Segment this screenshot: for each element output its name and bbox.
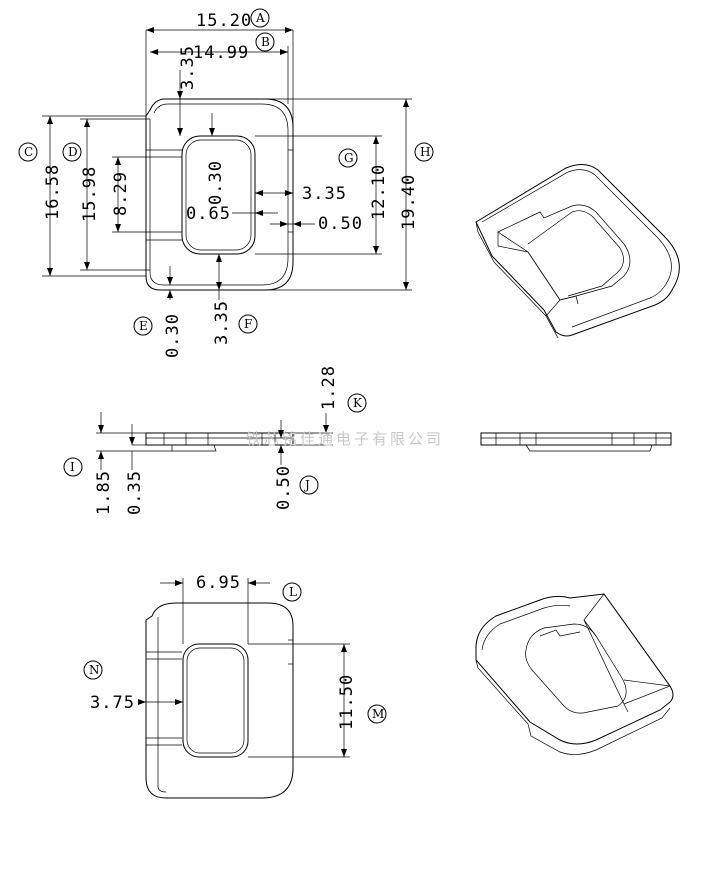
dim-A-value: 15.20 [196, 11, 252, 31]
side-view-left: 1.85 I 0.35 1.28 K 0.50 J [63, 365, 367, 515]
dim-H-value: 19.40 [399, 174, 419, 230]
watermark: 铁芯铭佳通电子有限公司 [246, 430, 444, 448]
dim-F-value: 3.35 [212, 300, 232, 345]
dim-M-value: 11.50 [337, 674, 357, 730]
label-M: M [372, 707, 384, 721]
label-F: F [244, 317, 252, 331]
top-view-window [181, 135, 256, 255]
top-view: 15.20 A 14.99 B 3.35 16.58 C 15.98 D [18, 8, 434, 358]
dim-J-value: 0.50 [274, 465, 294, 510]
dim-right-step: 0.50 [318, 214, 363, 234]
bottom-view: 6.95 L 11.50 M 3.75 N [83, 573, 387, 799]
label-D: D [68, 145, 78, 159]
dim-inner-gap-right: 3.35 [302, 184, 347, 204]
dim-inner-radius: 0.30 [206, 160, 226, 205]
label-E: E [139, 319, 148, 333]
dim-L-value: 6.95 [196, 573, 241, 593]
label-G: G [344, 151, 354, 165]
dim-C-value: 16.58 [43, 164, 63, 220]
label-L: L [289, 585, 297, 599]
label-K: K [353, 396, 363, 410]
dim-E-value: 0.30 [163, 313, 183, 358]
isometric-view-bottom [475, 593, 674, 755]
label-I: I [70, 460, 75, 474]
label-A: A [255, 11, 265, 25]
label-J: J [303, 478, 310, 492]
label-C: C [24, 145, 33, 159]
dim-side-thickness: 0.35 [125, 470, 145, 515]
dim-K-value: 1.28 [319, 365, 339, 410]
isometric-view-top [475, 164, 680, 339]
dim-D-value: 15.98 [80, 166, 100, 222]
label-H: H [420, 145, 430, 159]
dim-slot-height: 8.29 [111, 171, 131, 216]
label-N: N [89, 663, 100, 677]
top-view-outline [145, 98, 294, 291]
dim-G-value: 12.10 [369, 164, 389, 220]
label-B: B [261, 35, 270, 49]
dim-top-left-offset: 3.35 [178, 45, 198, 90]
dim-inner-gap-left: 0.65 [186, 204, 231, 224]
dim-B-value: 14.99 [193, 43, 249, 63]
top-view-inner-rim [149, 103, 289, 286]
side-view-right [480, 432, 672, 452]
dim-N-value: 3.75 [90, 693, 135, 713]
dim-I-value: 1.85 [94, 470, 114, 515]
